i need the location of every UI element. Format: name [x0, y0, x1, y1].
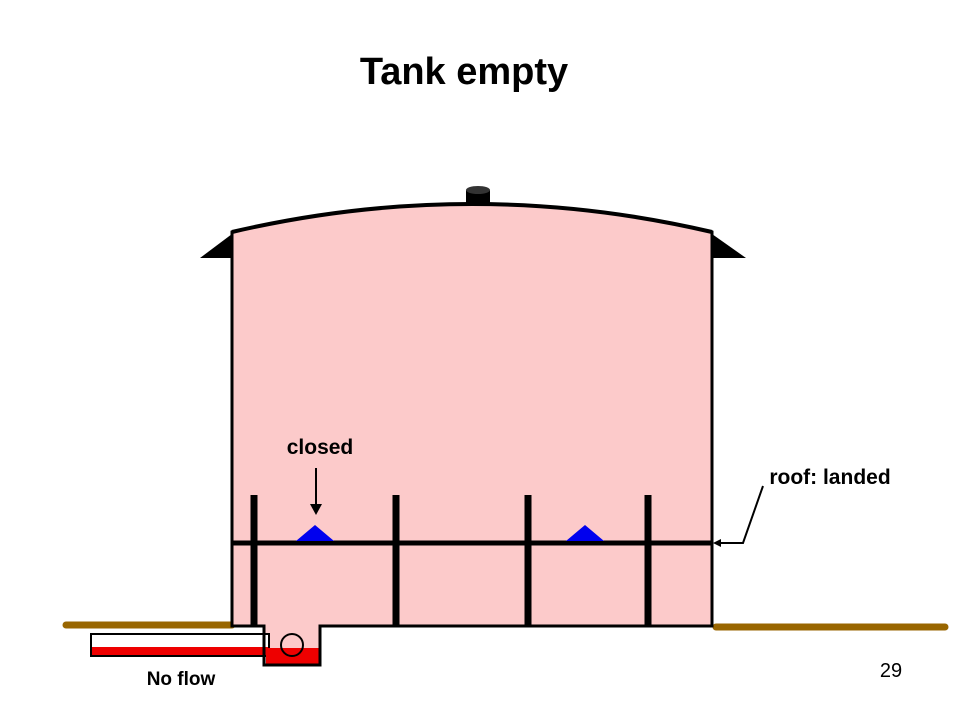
- roof-eave-left: [200, 234, 232, 258]
- slide-title: Tank empty: [359, 51, 569, 93]
- vent-right: [566, 525, 604, 541]
- valve: [280, 633, 304, 657]
- roof-nozzle-cap: [466, 186, 490, 194]
- roof-status-label: roof: landed: [769, 466, 890, 489]
- roof-pointer-head: [713, 539, 721, 547]
- page-number: 29: [879, 660, 903, 682]
- flow-status-label: No flow: [147, 669, 216, 690]
- vent-left: [296, 525, 334, 541]
- tank-shell: [230, 202, 714, 667]
- sump-outline: [262, 626, 322, 667]
- closed-label: closed: [287, 436, 354, 459]
- pipe-liquid: [92, 647, 268, 655]
- closed-pointer-head: [310, 504, 322, 515]
- roof-pointer-line: [718, 485, 764, 544]
- roof-eave-right: [712, 234, 746, 258]
